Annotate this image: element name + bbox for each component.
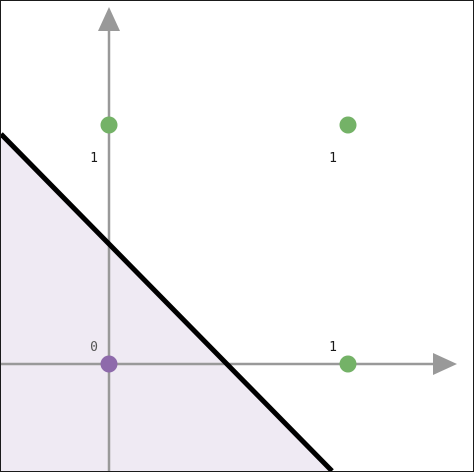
- point-label: 1: [329, 151, 337, 166]
- point-label: 1: [329, 340, 337, 355]
- x-axis-arrowhead: [433, 353, 457, 375]
- data-point-positive: [339, 116, 357, 134]
- point-label: 0: [90, 340, 98, 355]
- points-layer: 0 1 1 1: [90, 116, 357, 373]
- data-point-negative: [100, 355, 118, 373]
- data-point-positive: [100, 116, 118, 134]
- y-axis-arrowhead: [98, 7, 120, 31]
- data-point-positive: [339, 355, 357, 373]
- decision-boundary-line: [1, 132, 334, 471]
- point-label: 1: [90, 151, 98, 166]
